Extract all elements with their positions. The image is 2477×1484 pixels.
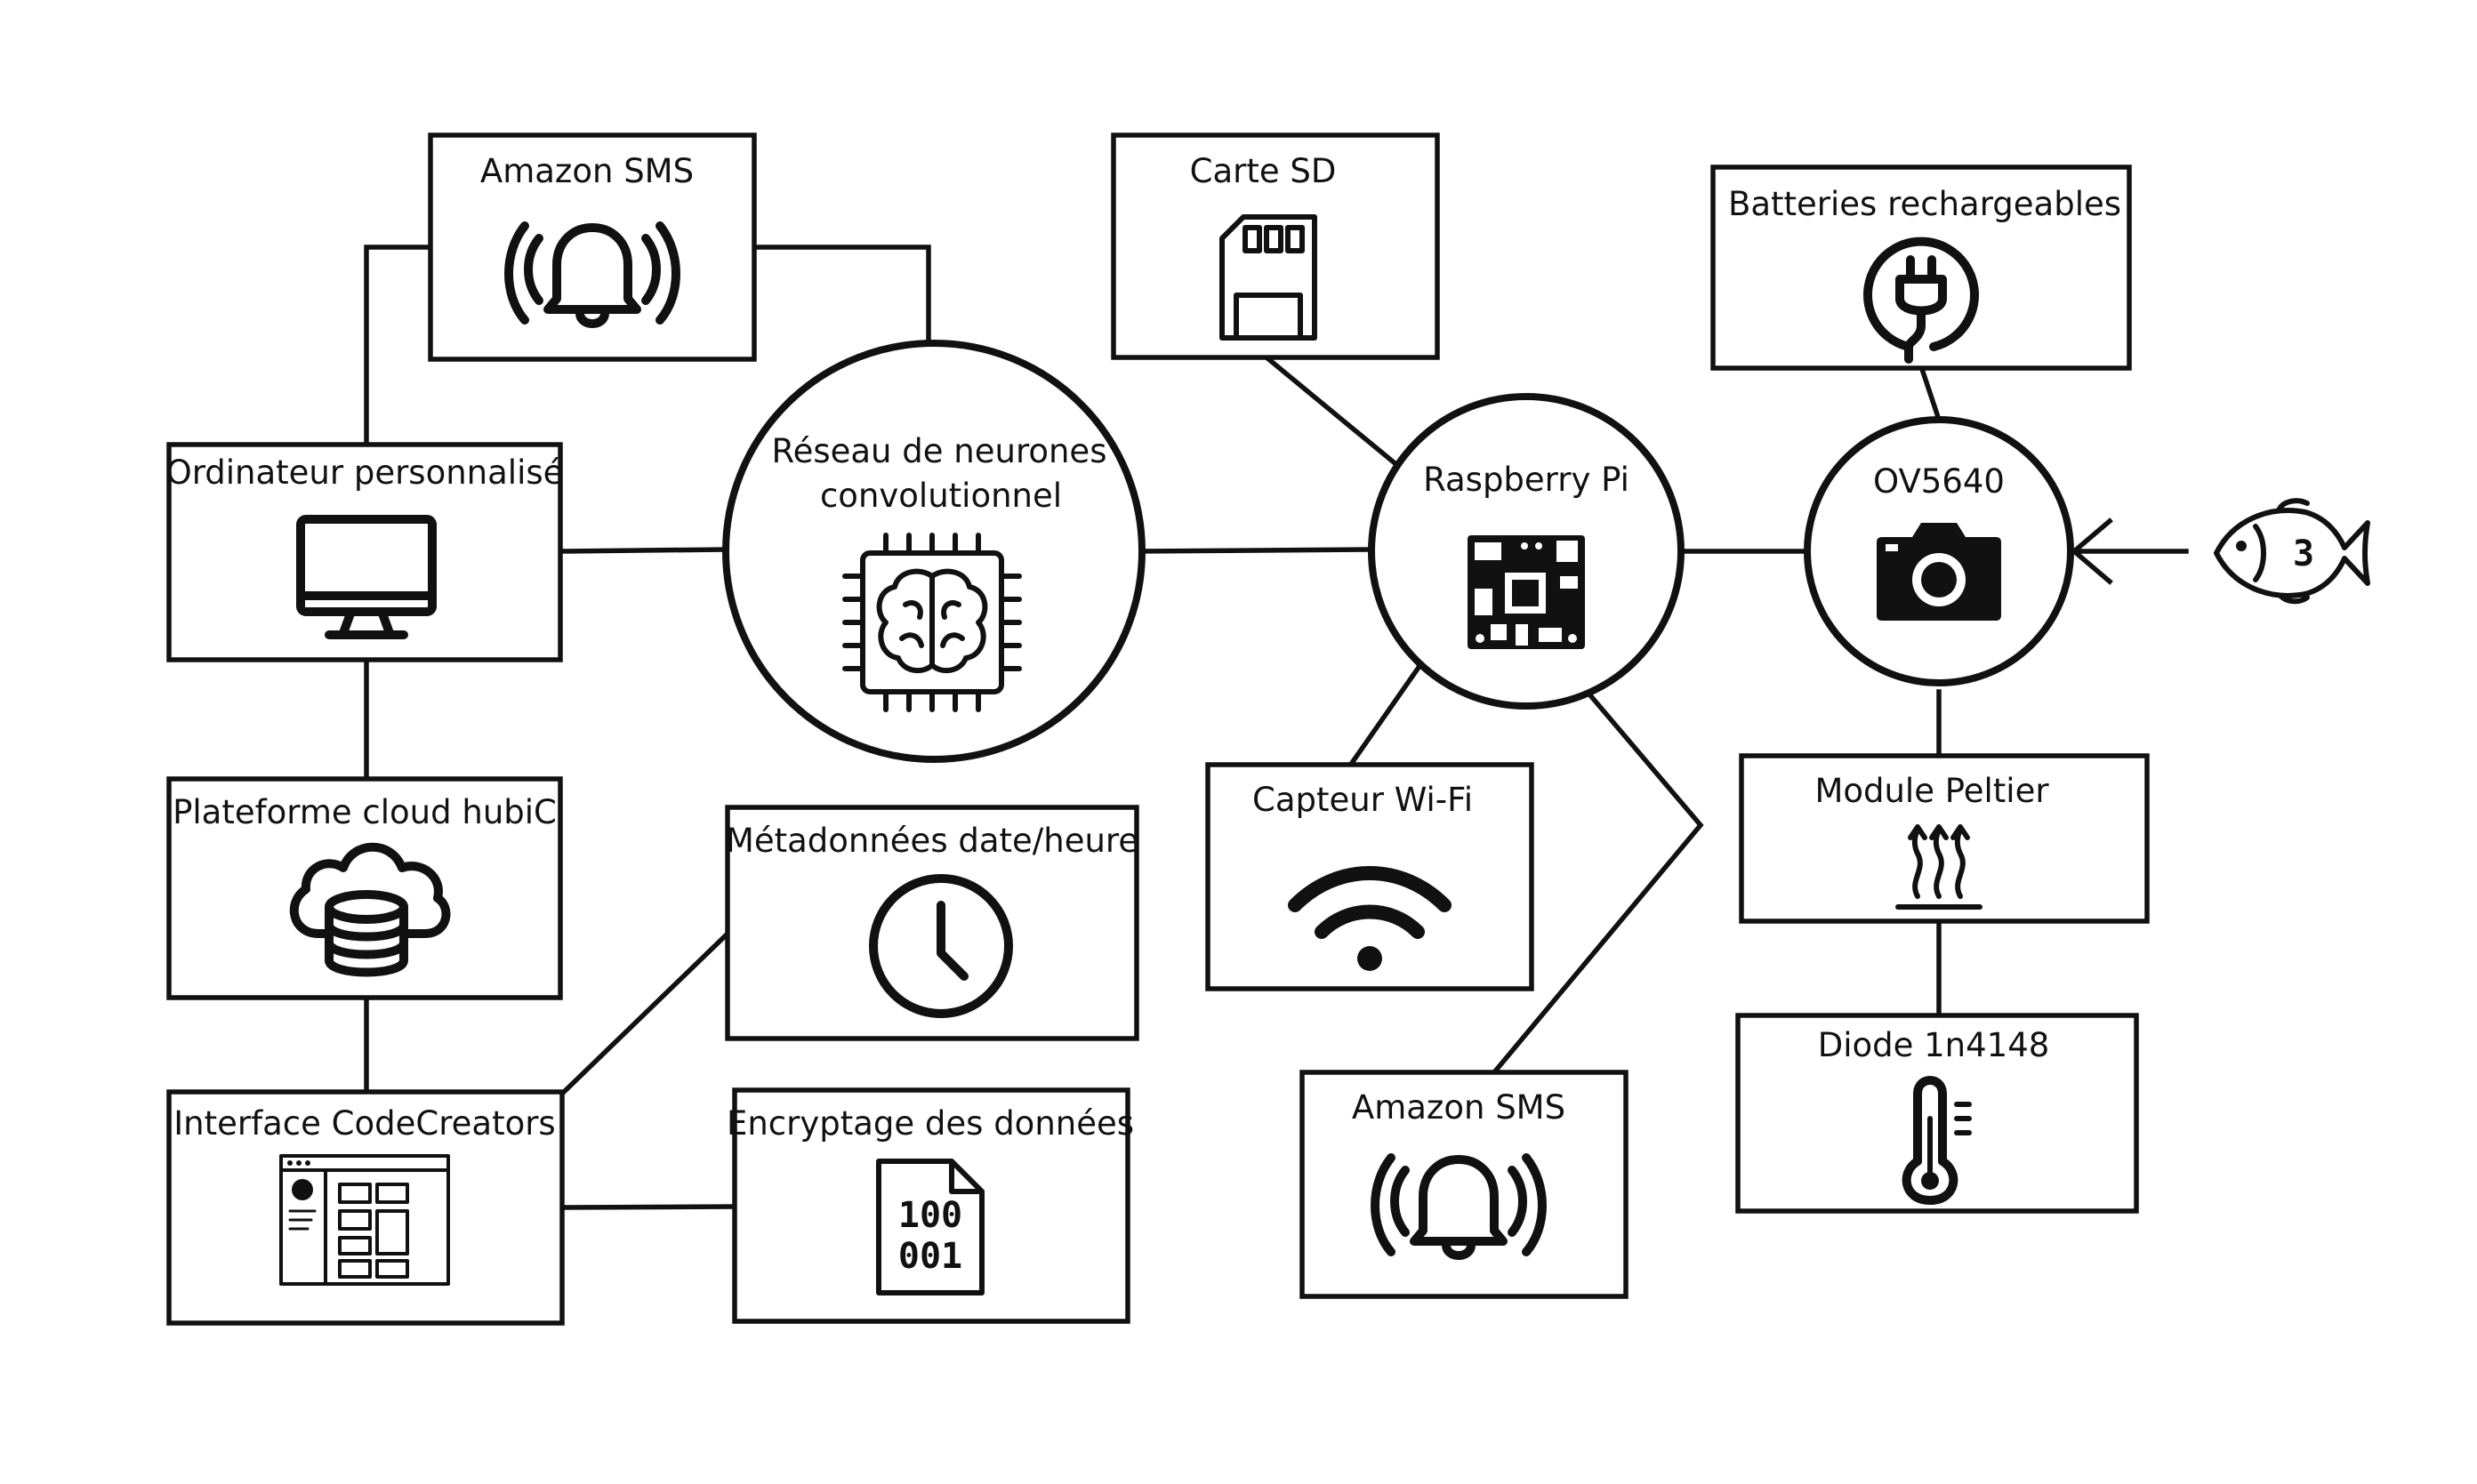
app-window-icon (279, 1154, 450, 1286)
node-peltier: Module Peltier (1739, 753, 2150, 924)
cloud-database-icon (289, 842, 451, 977)
node-label: Raspberry Pi (1423, 461, 1629, 499)
node-label: Ordinateur personnalisé (166, 453, 564, 492)
edge-raspberry-sms-bottom (1491, 692, 1704, 1076)
node-cloud: Plateforme cloud hubiC (166, 776, 563, 1000)
fish-icon: 3 (2214, 498, 2370, 605)
node-amazon-sms-bottom: Amazon SMS (1299, 1070, 1629, 1299)
brain-chip-icon (842, 533, 1022, 712)
fish-digit: 3 (2293, 533, 2314, 574)
binary-file-icon: 100 001 (876, 1159, 985, 1295)
node-label: Batteries rechargeables (1728, 185, 2121, 223)
node-label: Module Peltier (1814, 772, 2049, 810)
thermometer-icon (1902, 1076, 1972, 1205)
edge-ordinateur-cnn (558, 547, 728, 554)
edge-cnn-raspberry (1136, 547, 1372, 554)
node-diode: Diode 1n4148 (1735, 1013, 2139, 1214)
wifi-icon (1288, 866, 1452, 971)
node-label-line1: Réseau de neurones (772, 432, 1107, 470)
node-amazon-sms-top: Amazon SMS (428, 132, 757, 362)
node-batteries: Batteries rechargeables (1710, 164, 2132, 371)
fish-input-arrow (2070, 517, 2189, 585)
edge-batteries-ov5640 (1918, 363, 1941, 418)
edge-raspberry-wifi (1348, 665, 1421, 766)
monitor-icon (296, 515, 437, 639)
camera-icon (1877, 523, 2001, 621)
binary-row-2: 001 (898, 1236, 962, 1277)
edge-sms-ordinateur (364, 245, 433, 447)
node-label-line2: convolutionnel (820, 477, 1062, 515)
node-label: OV5640 (1873, 462, 2005, 501)
edge-sms-cnn (752, 245, 931, 345)
binary-row-1: 100 (898, 1195, 962, 1236)
node-ov5640: OV5640 (1804, 416, 2074, 686)
clock-icon (869, 874, 1013, 1018)
node-label: Interface CodeCreators (173, 1104, 555, 1143)
node-carte-sd: Carte SD (1111, 132, 1440, 360)
node-raspberry-pi: Raspberry Pi (1368, 393, 1685, 710)
node-label: Carte SD (1190, 152, 1337, 190)
node-label: Diode 1n4148 (1818, 1026, 2050, 1064)
node-cnn: Réseau de neurones convolutionnel (722, 340, 1146, 763)
bell-ringing-icon (504, 221, 680, 328)
power-plug-icon (1863, 237, 1979, 364)
edge-sd-raspberry (1263, 354, 1402, 469)
node-interface: Interface CodeCreators (166, 1089, 565, 1326)
node-metadonnees: Métadonnées date/heure (725, 805, 1139, 1041)
node-ordinateur: Ordinateur personnalisé (166, 442, 564, 662)
heat-waves-icon (1895, 824, 1982, 910)
node-label: Plateforme cloud hubiC (173, 793, 557, 831)
node-label: Amazon SMS (1352, 1088, 1565, 1127)
node-wifi: Capteur Wi-Fi (1205, 762, 1534, 991)
sd-card-icon (1219, 214, 1317, 341)
node-label: Amazon SMS (480, 152, 694, 190)
node-label: Encryptage des données (727, 1104, 1134, 1143)
edge-interface-metadonnees (559, 930, 731, 1097)
node-encryptage: Encryptage des données 100 001 (727, 1087, 1134, 1324)
node-label: Métadonnées date/heure (726, 822, 1138, 860)
circuit-board-icon (1468, 535, 1585, 649)
bell-ringing-icon (1371, 1153, 1547, 1260)
node-label: Capteur Wi-Fi (1252, 781, 1473, 819)
